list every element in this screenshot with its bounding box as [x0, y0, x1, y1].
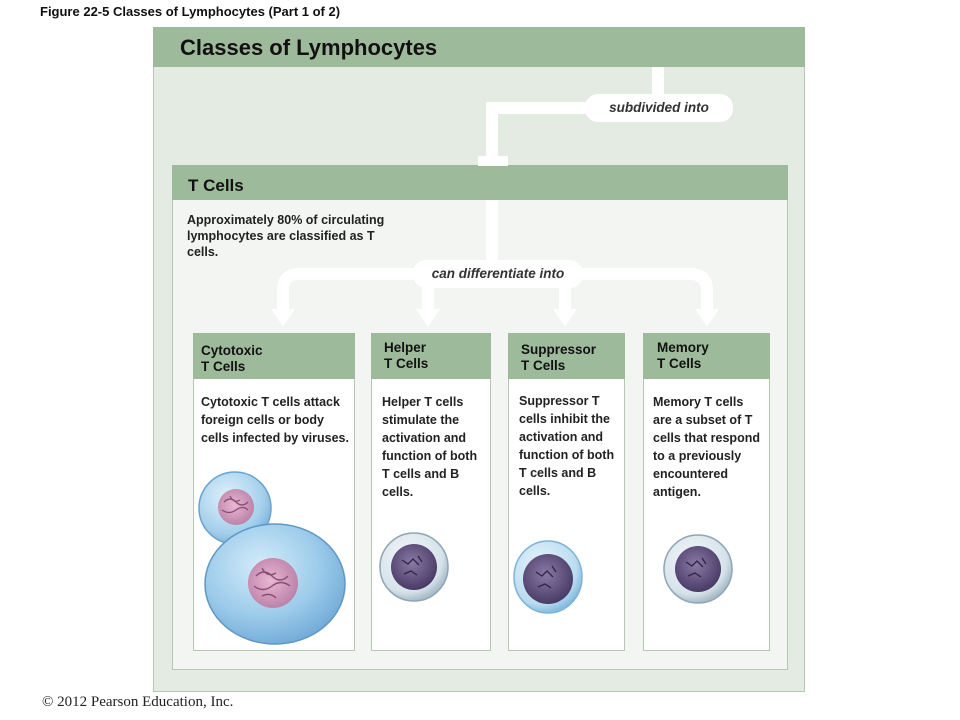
cytotoxic-small-nucleus-icon	[218, 489, 254, 525]
suppressor-nucleus-icon	[523, 554, 573, 604]
memory-nucleus-icon	[675, 546, 721, 592]
connector-cap	[478, 156, 508, 166]
memory-description: Memory T cells are a subset of T cells t…	[653, 395, 760, 499]
cytotoxic-title-line2: T Cells	[201, 359, 246, 374]
copyright: © 2012 Pearson Education, Inc.	[42, 694, 234, 710]
tcells-title: T Cells	[188, 176, 244, 195]
helper-description: Helper T cells stimulate the activation …	[382, 395, 478, 499]
suppressor-title-line2: T Cells	[521, 358, 566, 373]
arrow-to-suppressor	[553, 309, 577, 327]
lymphocytes-panel-header	[153, 27, 805, 67]
memory-title: Memory T Cells	[657, 340, 709, 372]
suppressor-description: Suppressor T cells inhibit the activatio…	[519, 394, 615, 498]
arrow-to-cytotoxic	[271, 309, 295, 327]
suppressor-title: Suppressor T Cells	[521, 342, 596, 374]
connector-title-to-tcells	[486, 67, 664, 160]
cytotoxic-large-nucleus-icon	[248, 558, 298, 608]
memory-box-header	[643, 333, 770, 379]
differentiate-into-label: can differentiate into	[413, 260, 583, 288]
helper-title-line2: T Cells	[384, 356, 429, 371]
figure-caption: Figure 22-5 Classes of Lymphocytes (Part…	[40, 4, 341, 19]
helper-nucleus-icon	[391, 544, 437, 590]
memory-title-line1: Memory	[657, 340, 709, 355]
memory-chromatin-icon	[685, 557, 707, 578]
helper-title-line1: Helper	[384, 340, 427, 355]
tcells-panel-header	[172, 165, 788, 200]
subdivided-into-label: subdivided into	[585, 94, 733, 122]
arrow-to-helper	[416, 309, 440, 327]
cytotoxic-description: Cytotoxic T cells attack foreign cells o…	[201, 395, 349, 445]
cytotoxic-large-chromatin-icon	[253, 567, 291, 599]
suppressor-title-line1: Suppressor	[521, 342, 597, 357]
cytotoxic-title: Cytotoxic T Cells	[201, 343, 263, 375]
suppressor-box-header	[508, 333, 625, 379]
tcells-description: Approximately 80% of circulating lymphoc…	[187, 213, 385, 259]
cytotoxic-box-header	[193, 333, 355, 379]
helper-box-header	[371, 333, 491, 379]
suppressor-chromatin-icon	[535, 565, 557, 589]
helper-title: Helper T Cells	[384, 340, 428, 372]
arrow-to-memory	[695, 309, 719, 327]
memory-title-line2: T Cells	[657, 356, 702, 371]
cytotoxic-small-chromatin-icon	[221, 495, 249, 514]
cytotoxic-title-line1: Cytotoxic	[201, 343, 263, 358]
page-title: Classes of Lymphocytes	[180, 35, 438, 60]
helper-chromatin-icon	[401, 555, 423, 576]
